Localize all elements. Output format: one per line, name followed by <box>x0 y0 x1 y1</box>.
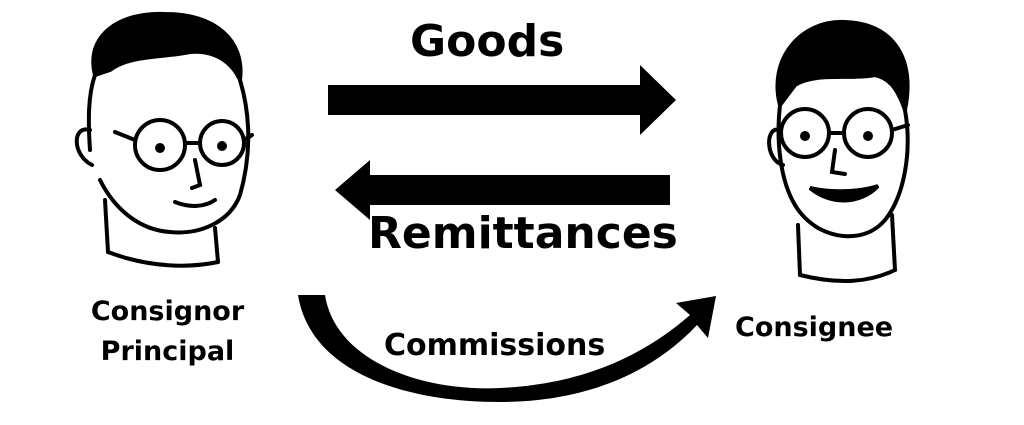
consignor-label-line1: Consignor <box>90 296 245 327</box>
commissions-arrow <box>298 295 716 402</box>
goods-arrow <box>328 65 676 135</box>
goods-label: Goods <box>410 16 565 67</box>
remittances-label: Remittances <box>368 208 678 259</box>
remittances-arrow <box>335 160 670 220</box>
consignor-label-line2: Principal <box>100 336 235 367</box>
consignee-label: Consignee <box>735 312 894 343</box>
consignor-face-illustration <box>74 11 254 268</box>
consignee-face-illustration <box>767 19 910 284</box>
commissions-label: Commissions <box>384 328 606 363</box>
consignor-label: Consignor Principal <box>80 292 255 372</box>
